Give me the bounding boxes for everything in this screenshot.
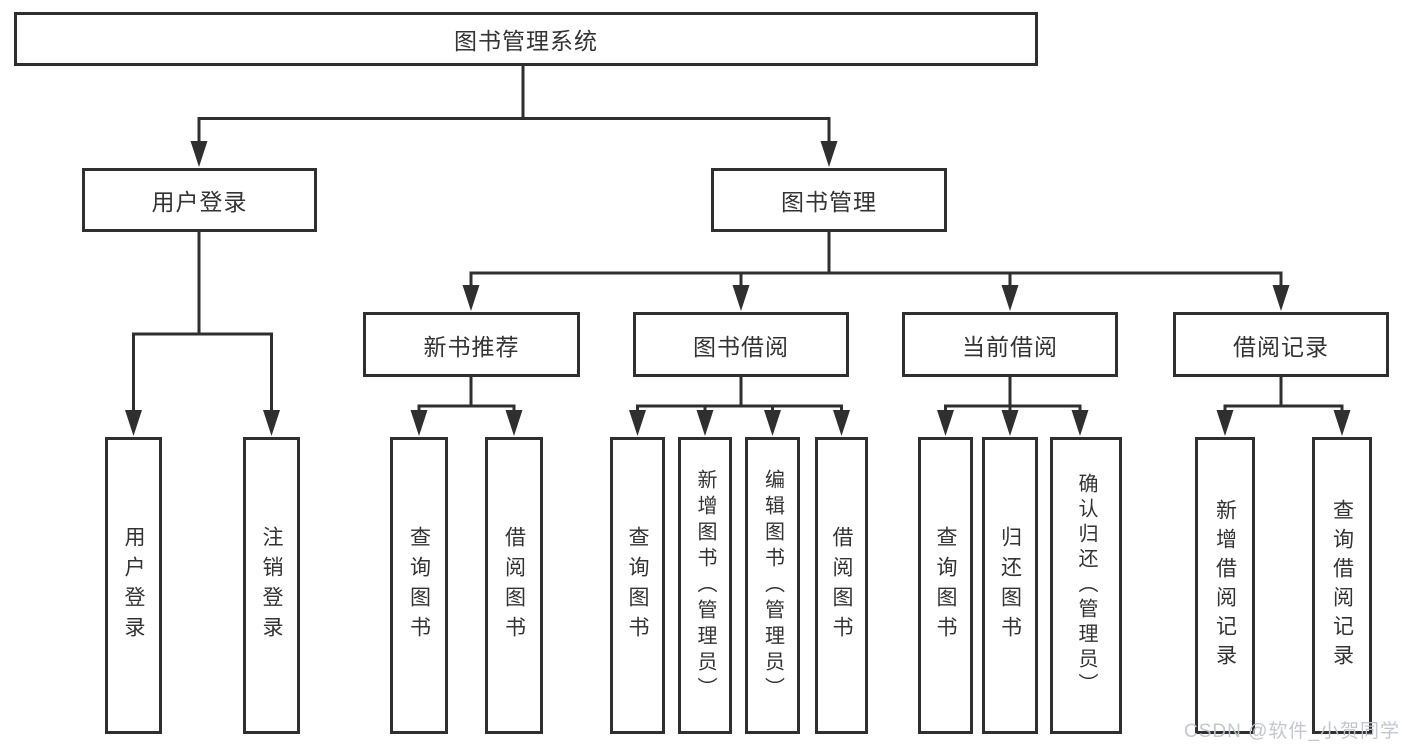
node-current-borrow: 当前借阅 <box>902 312 1118 377</box>
leaf-query-borrow-record: 查询借阅记录 <box>1312 437 1372 734</box>
leaf-add-book-admin-label: 新增图书（管理员） <box>694 468 716 703</box>
leaf-borrow-books-1-label: 借阅图书 <box>502 525 526 646</box>
leaf-query-books-2: 查询图书 <box>610 437 665 734</box>
leaf-confirm-return-admin-label: 确认归还（管理员） <box>1075 473 1097 698</box>
leaf-return-books: 归还图书 <box>982 437 1038 734</box>
node-new-book-recommend: 新书推荐 <box>363 312 580 377</box>
arrowhead-leaf-user-login <box>125 410 142 436</box>
node-root: 图书管理系统 <box>14 12 1038 66</box>
leaf-borrow-books-1: 借阅图书 <box>485 437 543 734</box>
arrowhead-leaf-borrow-books-1 <box>505 410 523 436</box>
arrowhead-leaf-add-record <box>1216 410 1234 436</box>
node-user-login: 用户登录 <box>82 168 317 232</box>
leaf-add-borrow-record-label: 新增借阅记录 <box>1213 498 1237 673</box>
arrowhead-leaf-query-books-1 <box>410 410 428 436</box>
leaf-add-borrow-record: 新增借阅记录 <box>1195 437 1255 734</box>
arrowhead-user-login <box>190 141 208 167</box>
leaf-query-books-1: 查询图书 <box>390 437 448 734</box>
leaf-edit-book-admin: 编辑图书（管理员） <box>745 437 800 734</box>
arrowhead-leaf-confirm-return <box>1071 410 1089 436</box>
leaf-logout: 注销登录 <box>243 437 300 734</box>
arrowhead-book-management <box>820 141 838 167</box>
arrowhead-leaf-borrow-books-2 <box>833 410 850 436</box>
leaf-logout-label: 注销登录 <box>260 525 283 646</box>
arrowhead-leaf-query-books-3 <box>937 410 954 436</box>
leaf-query-borrow-record-label: 查询借阅记录 <box>1330 498 1354 673</box>
arrowhead-leaf-edit-book <box>764 410 781 436</box>
arrowhead-book-borrow <box>732 285 750 311</box>
leaf-add-book-admin: 新增图书（管理员） <box>678 437 732 734</box>
leaf-borrow-books-2: 借阅图书 <box>815 437 868 734</box>
leaf-user-login: 用户登录 <box>105 437 162 734</box>
leaf-query-books-3-label: 查询图书 <box>934 525 957 646</box>
leaf-user-login-label: 用户登录 <box>122 525 145 646</box>
arrowhead-leaf-query-books-2 <box>629 410 646 436</box>
csdn-watermark: CSDN @软件_小贺同学 <box>1184 721 1400 742</box>
leaf-query-books-2-label: 查询图书 <box>626 525 649 646</box>
arrowhead-leaf-add-book <box>696 410 714 436</box>
arrowhead-borrow-records <box>1272 285 1290 311</box>
arrowhead-new-book <box>462 285 480 311</box>
leaf-return-books-label: 归还图书 <box>998 525 1022 646</box>
arrowhead-leaf-query-record <box>1333 410 1351 436</box>
node-book-borrow: 图书借阅 <box>633 312 849 377</box>
leaf-query-books-1-label: 查询图书 <box>407 525 431 646</box>
arrowhead-current-borrow <box>1001 285 1019 311</box>
arrowhead-leaf-logout <box>263 410 280 436</box>
leaf-borrow-books-2-label: 借阅图书 <box>830 525 853 646</box>
node-borrow-records: 借阅记录 <box>1173 312 1389 377</box>
leaf-query-books-3: 查询图书 <box>918 437 973 734</box>
leaf-confirm-return-admin: 确认归还（管理员） <box>1050 437 1122 734</box>
node-book-management: 图书管理 <box>711 168 947 232</box>
arrowhead-leaf-return-books <box>1001 410 1019 436</box>
leaf-edit-book-admin-label: 编辑图书（管理员） <box>761 468 784 703</box>
